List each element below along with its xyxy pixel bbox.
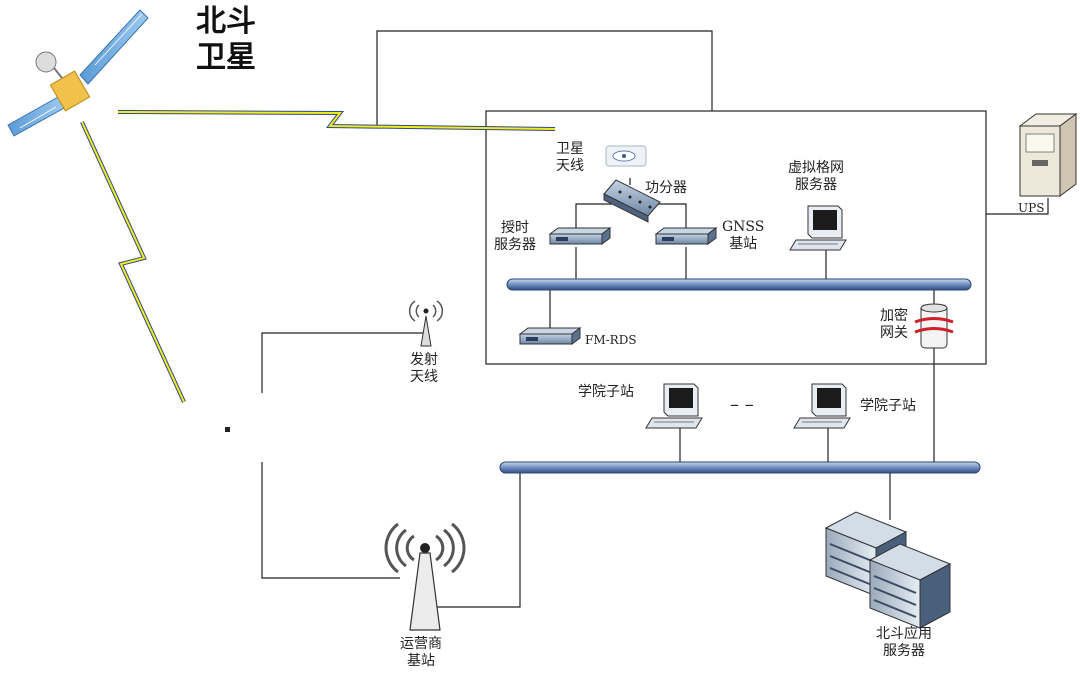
operator-base-line [261, 462, 400, 579]
fm-rds-device-icon [518, 327, 582, 345]
satellite-antenna-label: 卫星 天线 [556, 141, 584, 175]
lower-network-bus [499, 461, 981, 474]
virtual-grid-server-icon [789, 205, 847, 251]
operator-base-label-line-2: 基站 [407, 653, 435, 669]
upper-network-bus [506, 278, 972, 291]
sat-antenna-label-line-1: 卫星 [556, 141, 584, 157]
transmit-antenna-line [261, 332, 426, 393]
fm-rds-label: FM-RDS [585, 333, 637, 347]
gnss-label-line-1: GNSS [722, 219, 765, 235]
satellite-label-line-2: 卫星 [196, 40, 256, 75]
top-connector-line [376, 30, 713, 126]
virtual-grid-label-line-1: 虚拟格网 [788, 160, 844, 176]
splitter-label: 功分器 [645, 180, 687, 196]
gnss-base-station-icon [654, 227, 718, 245]
timing-server-label-line-2: 服务器 [494, 237, 536, 253]
satellite-link-vertical [80, 121, 186, 403]
operator-base-label-line-1: 运营商 [400, 636, 442, 652]
virtual-grid-label-line-2: 服务器 [795, 177, 837, 193]
signal-point [225, 427, 230, 432]
timing-server-icon [548, 227, 612, 245]
virtual-grid-server-label: 虚拟格网 服务器 [788, 160, 844, 194]
transmit-antenna-label: 发射 天线 [410, 352, 438, 386]
data-center-box [485, 110, 987, 365]
beidou-application-servers-icon [824, 511, 952, 629]
satellite-label-line-1: 北斗 [196, 4, 256, 39]
encryption-gateway-label: 加密 网关 [880, 308, 908, 342]
operator-to-bus-line [437, 470, 521, 608]
power-splitter-icon [603, 179, 661, 223]
gnss-label-line-2: 基站 [729, 236, 758, 252]
college-station-2-label: 学院子站 [860, 398, 916, 414]
beidou-servers-label-line-1: 北斗应用 [876, 626, 932, 642]
encryption-gateway-label-line-1: 加密 [880, 308, 908, 324]
transmit-antenna-label-line-2: 天线 [410, 369, 438, 385]
beidou-satellite-icon [7, 9, 149, 137]
sat-antenna-label-line-2: 天线 [556, 158, 584, 174]
operator-base-label: 运营商 基站 [400, 636, 442, 670]
ups-label: UPS [1018, 201, 1045, 215]
transmit-antenna-label-line-1: 发射 [410, 352, 438, 368]
ellipsis-dashes: – – [730, 394, 754, 415]
transmit-antenna-icon [408, 300, 444, 347]
encryption-gateway-icon [914, 303, 954, 349]
college-station-1-icon [645, 383, 703, 429]
beidou-servers-label-line-2: 服务器 [883, 643, 925, 659]
gnss-label: GNSS 基站 [722, 219, 764, 253]
college-station-2-icon [793, 383, 851, 429]
ups-icon [1018, 113, 1078, 197]
timing-server-label-line-1: 授时 [501, 220, 529, 236]
timing-server-label: 授时 服务器 [494, 220, 536, 254]
encryption-gateway-label-line-2: 网关 [880, 325, 908, 341]
satellite-antenna-icon [605, 145, 647, 167]
satellite-label: 北斗 卫星 [196, 4, 256, 76]
college-station-1-label: 学院子站 [578, 384, 634, 400]
beidou-servers-label: 北斗应用 服务器 [876, 626, 932, 660]
operator-base-station-icon [384, 522, 466, 631]
